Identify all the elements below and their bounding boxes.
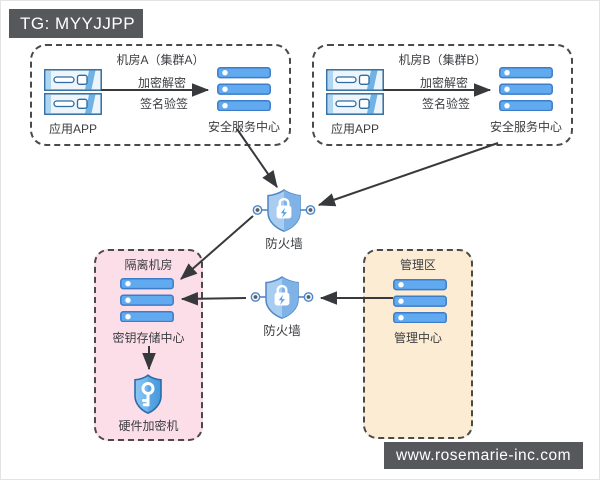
link-label-line2: 签名验签 (139, 97, 188, 111)
link-label-line1: 加密解密 (137, 76, 186, 90)
zone-isolated: 隔离机房 密钥存储中心 硬件加密机 (94, 249, 203, 441)
hsm-label: 硬件加密机 (118, 419, 179, 433)
app-label: 应用APP (48, 122, 97, 136)
watermark-tg-banner: TG: MYYJJPP (9, 9, 143, 38)
app-label: 应用APP (330, 122, 379, 136)
key-shield-icon (129, 374, 167, 416)
isolated-title: 隔离机房 (124, 258, 173, 272)
firewall-bottom-label: 防火墙 (263, 324, 301, 338)
key-storage-label: 密钥存储中心 (112, 331, 185, 345)
server-stack-icon (217, 67, 271, 111)
app-server-icon (44, 69, 102, 115)
zone-room-b: 机房B（集群B） 应用APP 加密解密 签名验签 安全服务中心 (312, 44, 573, 146)
watermark-site-banner: www.rosemarie-inc.com (384, 442, 583, 469)
management-center-label: 管理中心 (393, 331, 442, 345)
service-center-label: 安全服务中心 (489, 120, 562, 134)
management-title: 管理区 (399, 258, 436, 272)
firewall-top-icon (252, 188, 316, 234)
server-stack-icon (499, 67, 553, 111)
zone-room-a: 机房A（集群A） 应用APP 加密解密 签名验签 安全服务中心 (30, 44, 291, 146)
firewall-bottom-icon (250, 275, 314, 321)
link-label-line1: 加密解密 (419, 76, 468, 90)
room-a-title: 机房A（集群A） (116, 53, 205, 67)
service-center-label: 安全服务中心 (207, 120, 280, 134)
room-b-title: 机房B（集群B） (398, 53, 487, 67)
server-stack-icon (120, 278, 174, 322)
server-stack-icon (393, 279, 447, 323)
link-label-line2: 签名验签 (421, 97, 470, 111)
firewall-top-label: 防火墙 (265, 237, 303, 251)
zone-management: 管理区 管理中心 (363, 249, 473, 439)
app-server-icon (326, 69, 384, 115)
